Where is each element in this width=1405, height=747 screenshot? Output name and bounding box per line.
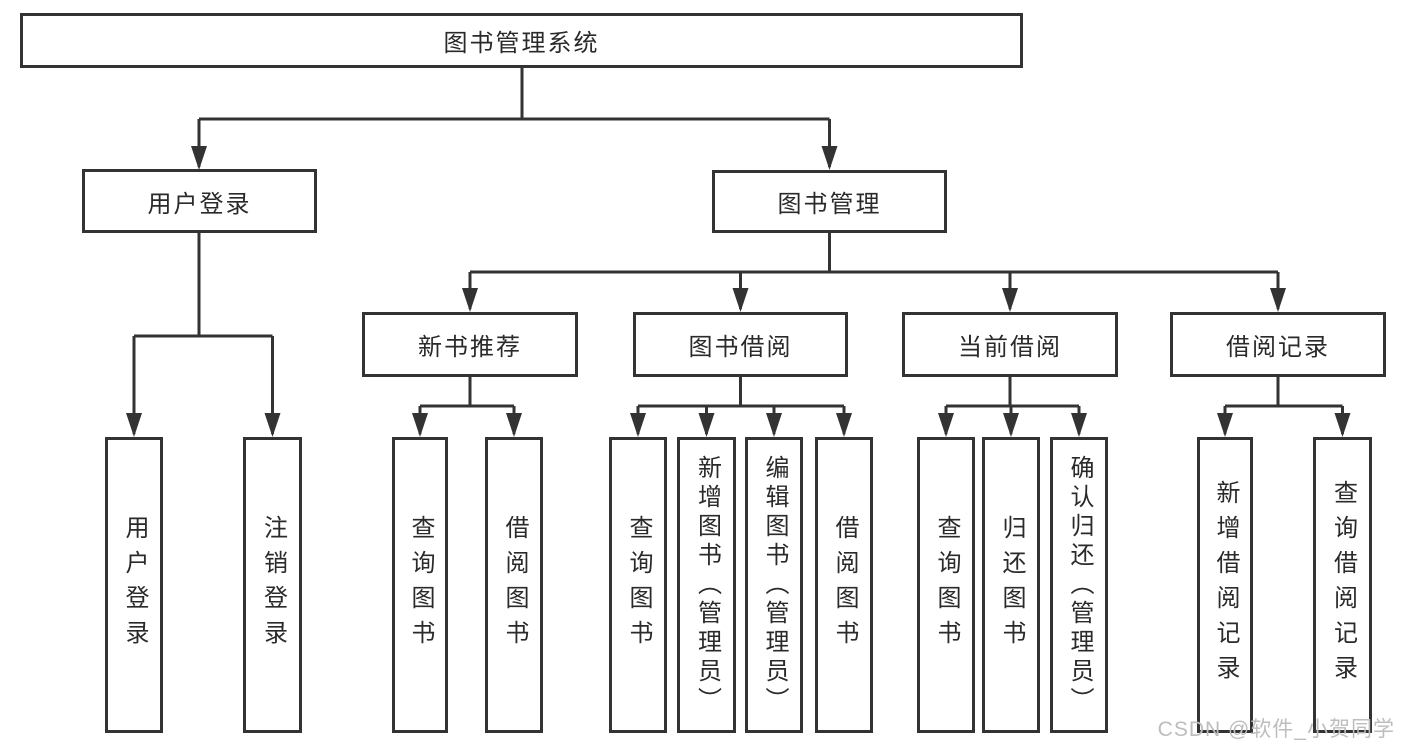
node-book-borrow: 图书借阅 bbox=[633, 312, 848, 377]
node-current-borrow: 当前借阅 bbox=[902, 312, 1118, 377]
leaf-add-book-admin: 新增图书（管理员） bbox=[677, 437, 736, 733]
node-user-login: 用户登录 bbox=[82, 169, 317, 233]
leaf-borrow-books-recommend: 借阅图书 bbox=[485, 437, 543, 733]
connector-book-borrow-branch bbox=[630, 377, 852, 437]
node-new-book-recommend: 新书推荐 bbox=[362, 312, 578, 377]
leaf-query-books-recommend: 查询图书 bbox=[392, 437, 448, 733]
connector-user-login-branch bbox=[126, 233, 281, 437]
connector-book-management-branch bbox=[462, 233, 1286, 312]
node-book-management: 图书管理 bbox=[712, 170, 947, 233]
connector-new-book-recommend-branch bbox=[412, 377, 522, 437]
node-root-system: 图书管理系统 bbox=[20, 13, 1023, 68]
leaf-borrow-books: 借阅图书 bbox=[815, 437, 873, 733]
connector-current-borrow-branch bbox=[938, 377, 1087, 437]
leaf-query-borrow-record: 查询借阅记录 bbox=[1313, 437, 1372, 733]
leaf-return-book: 归还图书 bbox=[982, 437, 1040, 733]
connector-root-to-level2 bbox=[191, 68, 838, 170]
leaf-confirm-return-admin: 确认归还（管理员） bbox=[1050, 437, 1108, 733]
leaf-query-books-borrow: 查询图书 bbox=[609, 437, 667, 733]
leaf-query-books-current: 查询图书 bbox=[917, 437, 975, 733]
leaf-edit-book-admin: 编辑图书（管理员） bbox=[745, 437, 803, 733]
leaf-user-login: 用户登录 bbox=[105, 437, 163, 733]
watermark-text: CSDN @软件_小贺同学 bbox=[1157, 718, 1395, 741]
connector-borrow-records-branch bbox=[1217, 377, 1351, 437]
leaf-add-borrow-record: 新增借阅记录 bbox=[1197, 437, 1253, 733]
leaf-logout: 注销登录 bbox=[243, 437, 302, 733]
node-borrow-records: 借阅记录 bbox=[1170, 312, 1386, 377]
